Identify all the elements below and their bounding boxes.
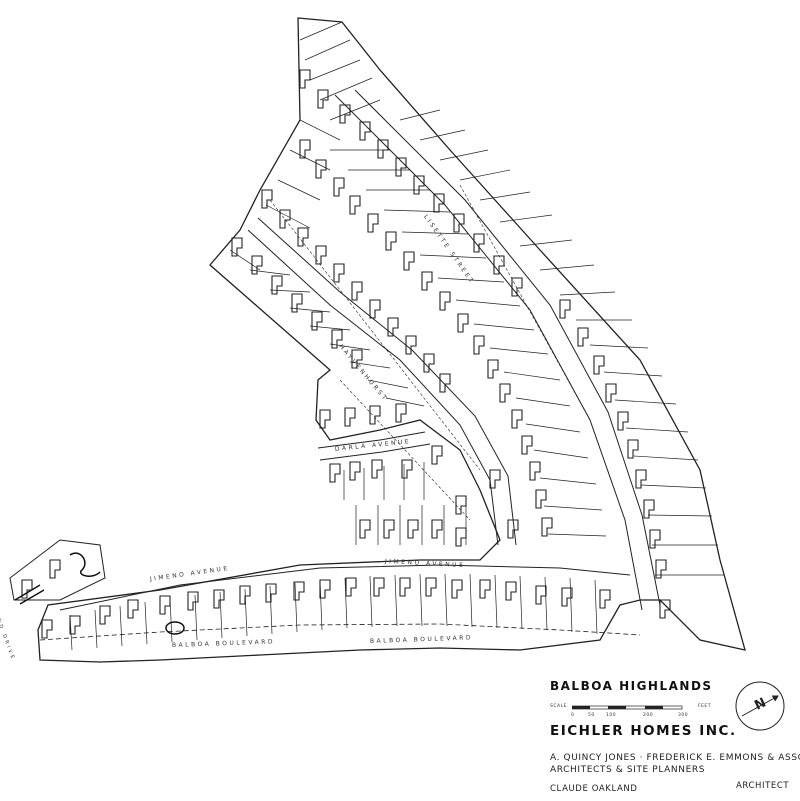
hayvenhurst-street	[247, 229, 499, 546]
title-block: BALBOA HIGHLANDS EICHLER HOMES INC. A. Q…	[540, 676, 800, 796]
balboa-boulevard	[39, 623, 641, 641]
darla-avenue	[317, 431, 426, 449]
architect-role: ARCHITECT	[736, 781, 790, 791]
compass-icon	[735, 681, 785, 731]
scale-graphic	[572, 705, 683, 710]
architect-name: CLAUDE OAKLAND	[550, 784, 638, 794]
north-arrow: N	[734, 680, 786, 732]
lisette-street	[334, 94, 643, 611]
scale-tick-100: 100	[606, 713, 617, 718]
project-title: BALBOA HIGHLANDS	[550, 679, 713, 693]
architects-line-2: ARCHITECTS & SITE PLANNERS	[550, 765, 706, 775]
scale-tick-300: 300	[678, 713, 689, 718]
scale-caption: SCALE	[550, 704, 567, 709]
architects-line-1: A. QUINCY JONES · FREDERICK E. EMMONS & …	[550, 753, 800, 763]
jimeno-avenue	[59, 564, 631, 611]
scale-tick-50: 50	[588, 713, 595, 718]
scale-tick-0: 0	[571, 713, 575, 718]
tract-boundary	[37, 17, 746, 663]
scale-unit: FEET	[698, 704, 712, 709]
scale-bar: SCALE FEET 0 50 100 200 300	[550, 704, 712, 724]
developer-name: EICHLER HOMES INC.	[550, 723, 737, 739]
scale-tick-200: 200	[643, 713, 654, 718]
bend-drive-lot	[9, 539, 106, 601]
